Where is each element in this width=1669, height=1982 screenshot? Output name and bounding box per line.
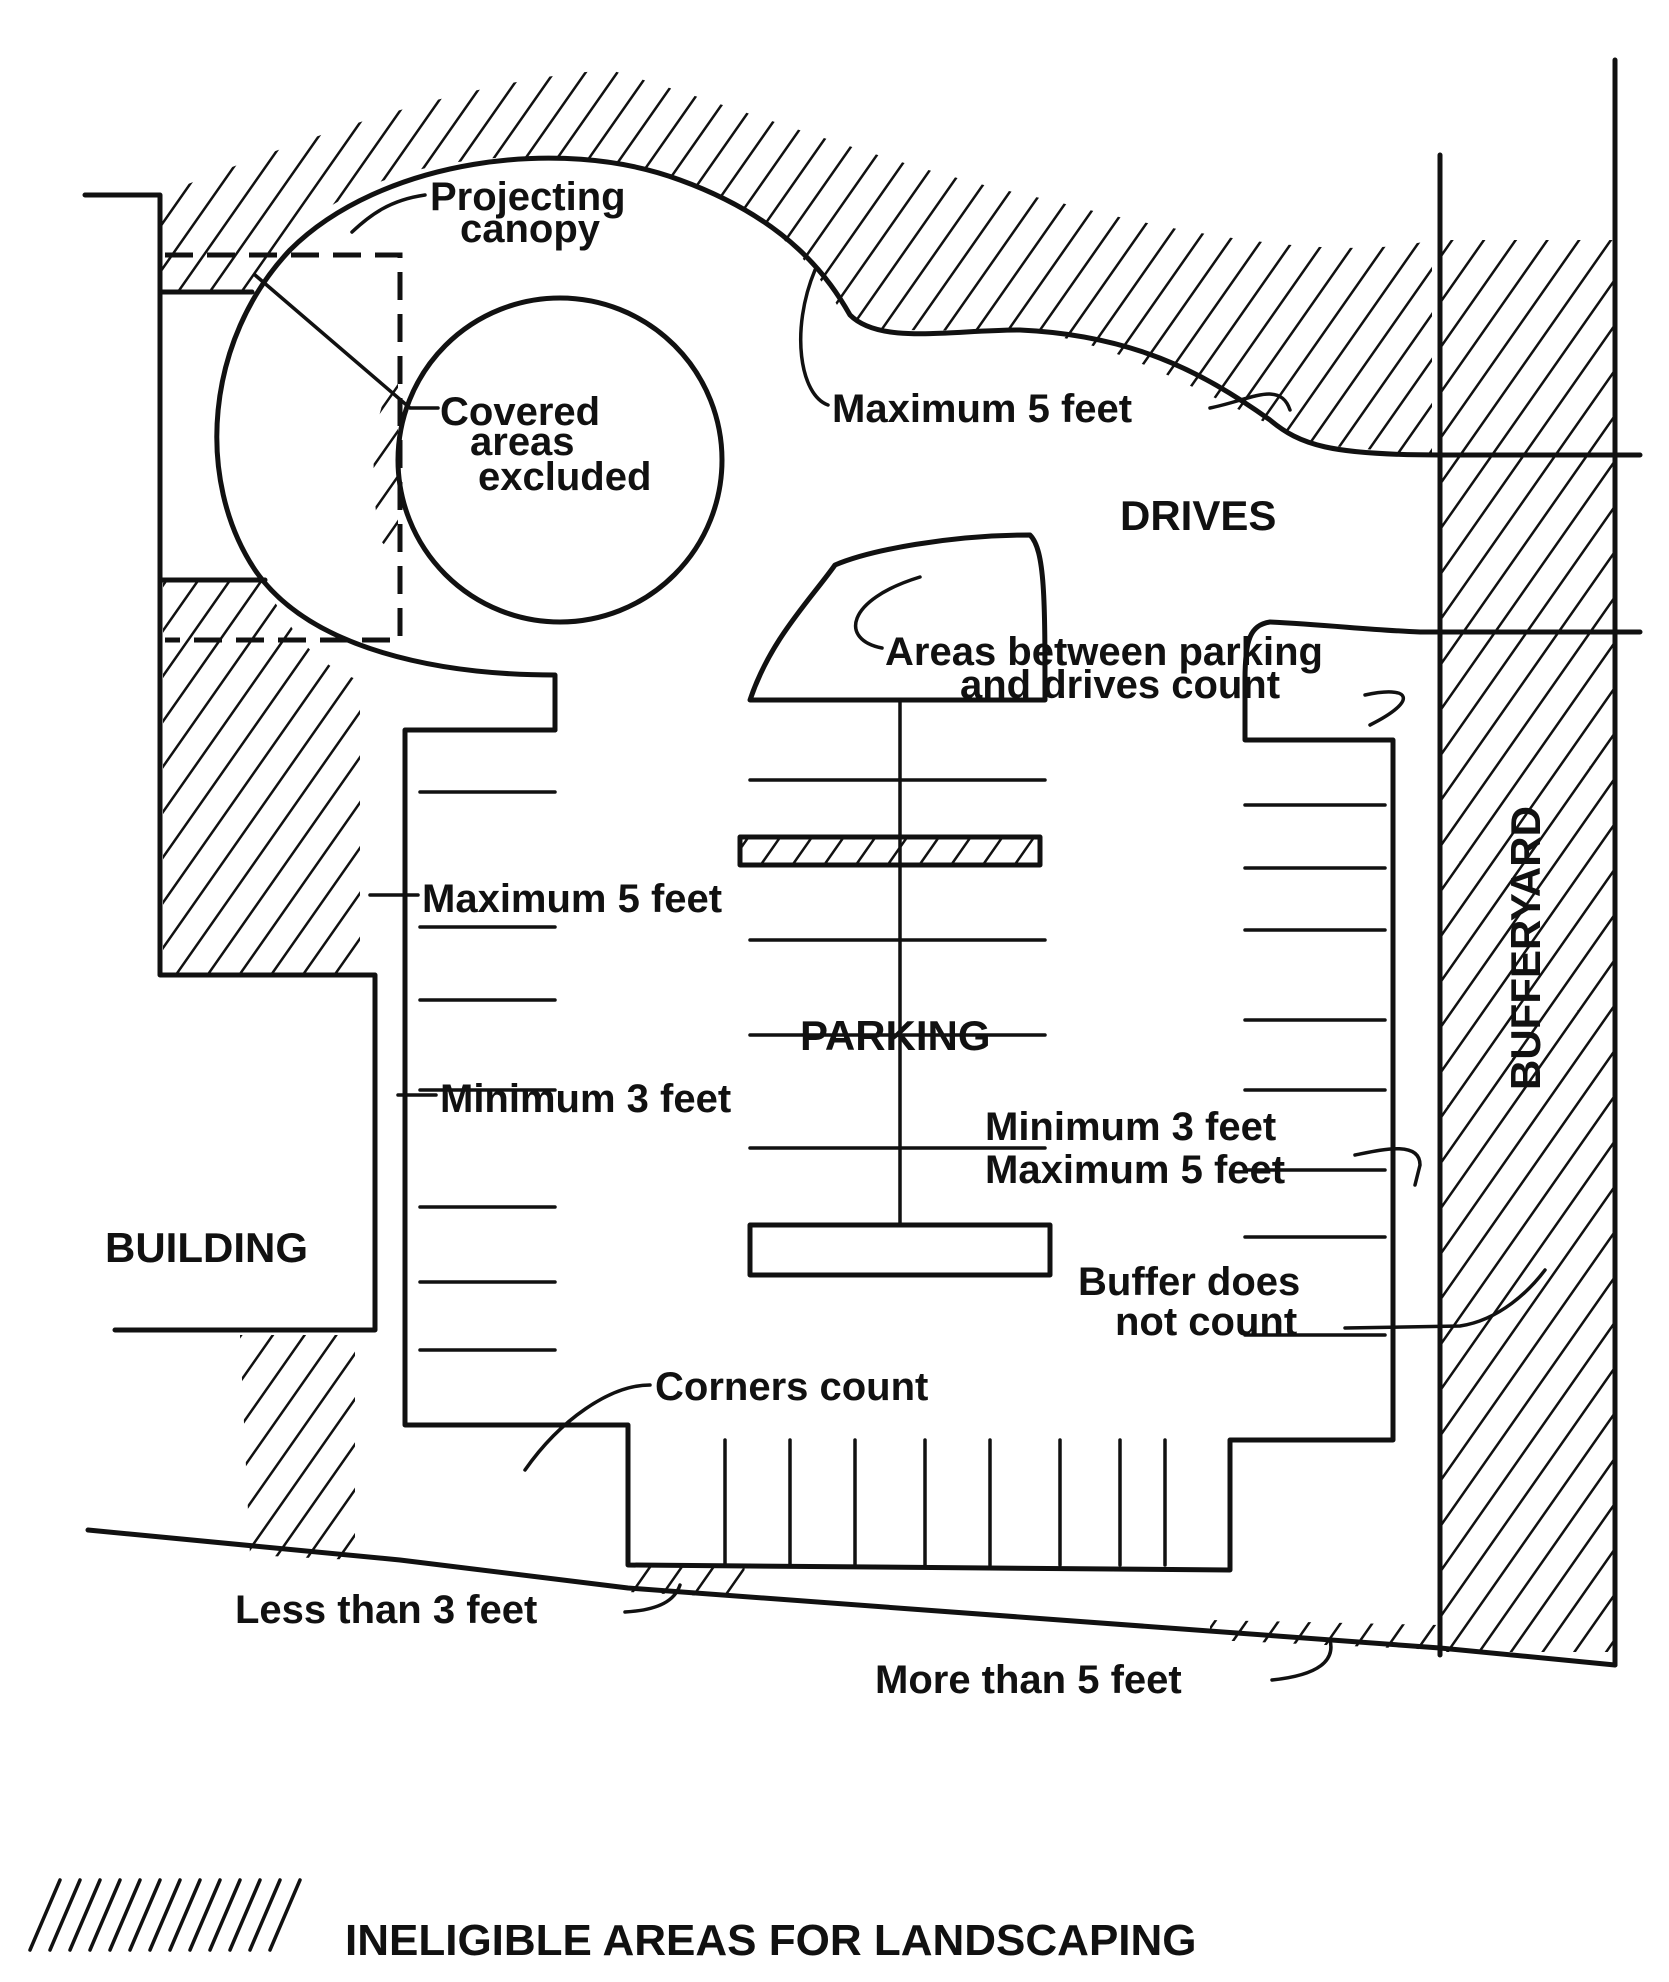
legend-hatch-stroke: [128, 1878, 162, 1952]
legend-hatch-stroke: [208, 1878, 242, 1952]
parking-stalls: [418, 778, 1387, 1567]
island-north: [747, 532, 1048, 703]
annotation-corners-count: Corners count: [655, 1365, 928, 1409]
property-line-south: [85, 1527, 1618, 1668]
legend-hatch-stroke: [88, 1878, 122, 1952]
legend-hatch-stroke: [268, 1878, 302, 1952]
ineligible-areas: [160, 70, 1615, 1652]
annotation-buffer-2: not count: [1115, 1300, 1297, 1344]
legend-hatch-stroke: [168, 1878, 202, 1952]
annotation-labels: Projecting canopy Covered areas excluded…: [235, 175, 1547, 1702]
annotation-max-5-left: Maximum 5 feet: [422, 877, 722, 921]
leader-projecting-canopy: [350, 193, 427, 234]
hatch-canopy-overlap: [373, 370, 398, 560]
leader-less-than-3: [623, 1583, 682, 1614]
drive-outer-arc: [214, 155, 1643, 733]
legend-hatch-stroke: [228, 1878, 262, 1952]
annotation-buffer-1: Buffer does: [1078, 1260, 1300, 1304]
hatch-bufferyard: [1440, 240, 1615, 1652]
legend-hatch-stroke: [48, 1878, 82, 1952]
annotation-covered-areas-1: Covered: [440, 390, 600, 434]
leader-corners-count: [523, 1383, 652, 1472]
leader-areas-between-right: [1363, 690, 1406, 727]
hatch-south-west-strip: [240, 1335, 355, 1560]
parking-label: PARKING: [800, 1012, 991, 1059]
leader-max-5-top-right: [1208, 392, 1292, 412]
annotation-max-5-top: Maximum 5 feet: [832, 387, 1132, 431]
island-bar-outline: [737, 834, 1043, 868]
drive-inner-circle: [395, 295, 725, 625]
annotation-covered-areas-3: excluded: [478, 455, 651, 499]
leader-areas-between-left: [853, 575, 922, 650]
annotation-covered-areas-2: areas: [470, 420, 575, 464]
building-label: BUILDING: [105, 1224, 308, 1271]
annotation-min-3-left: Minimum 3 feet: [440, 1077, 731, 1121]
building-outline: [82, 192, 378, 1333]
annotation-projecting-canopy-1: Projecting: [430, 175, 626, 219]
leader-covered-areas: [253, 273, 440, 410]
drives-label: DRIVES: [1120, 492, 1276, 539]
region-labels: BUILDING DRIVES PARKING BUFFERYARD: [105, 492, 1549, 1271]
parking-lot-outline: [402, 619, 1643, 1573]
hatch-island-bar: [740, 837, 1040, 865]
annotation-projecting-canopy-2: canopy: [460, 207, 601, 251]
hatch-west-strip: [163, 580, 360, 975]
annotation-less-than-3: Less than 3 feet: [235, 1588, 537, 1632]
annotation-areas-between-1: Areas between parking: [885, 630, 1323, 674]
site-outlines: [82, 57, 1643, 1668]
legend-hatch-stroke: [248, 1878, 282, 1952]
annotation-min-max-right-2: Maximum 5 feet: [985, 1148, 1285, 1192]
annotation-min-max-right-1: Minimum 3 feet: [985, 1105, 1276, 1149]
legend-hatch-stroke: [28, 1878, 62, 1952]
hatch-north-band: [160, 70, 1432, 455]
leader-more-than-5: [1270, 1638, 1333, 1682]
legend-hatch-stroke: [188, 1878, 222, 1952]
legend-hatch-stroke: [68, 1878, 102, 1952]
legend: INELIGIBLE AREAS FOR LANDSCAPING: [28, 1878, 1197, 1965]
legend-label: INELIGIBLE AREAS FOR LANDSCAPING: [345, 1916, 1197, 1965]
legend-hatch-stroke: [148, 1878, 182, 1952]
annotation-more-than-5: More than 5 feet: [875, 1658, 1182, 1702]
annotation-areas-between-2: and drives count: [960, 663, 1280, 707]
bufferyard-label: BUFFERYARD: [1502, 806, 1549, 1090]
leader-min-max-right: [1353, 1147, 1422, 1187]
leader-buffer: [1343, 1268, 1547, 1330]
legend-hatch-swatch: [28, 1878, 302, 1952]
leader-max-5-top-left: [798, 268, 830, 407]
legend-hatch-stroke: [108, 1878, 142, 1952]
island-south: [747, 1222, 1053, 1278]
